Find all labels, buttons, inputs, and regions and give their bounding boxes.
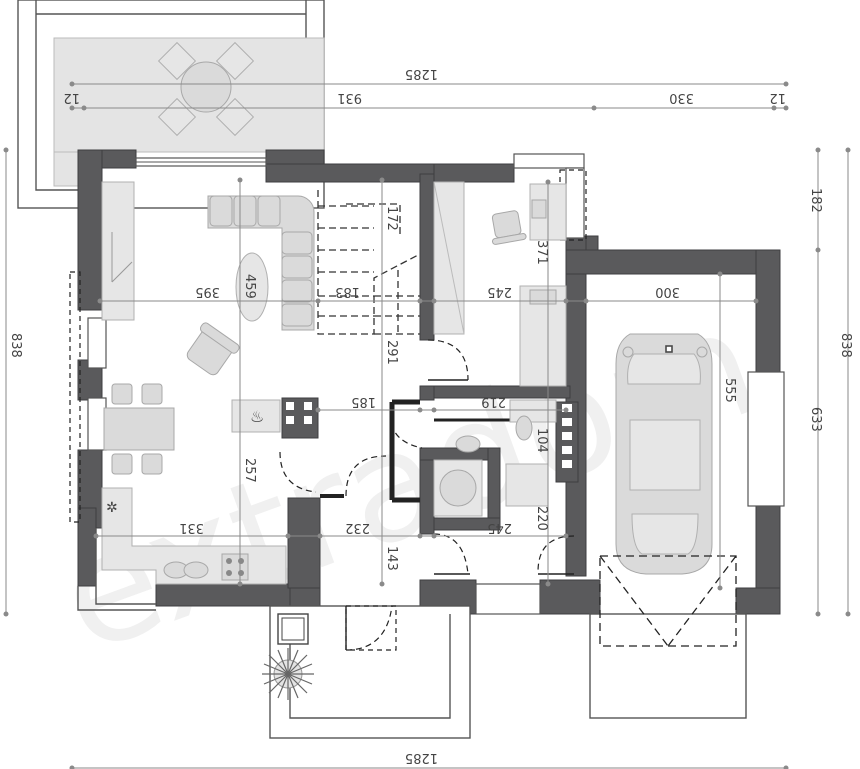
dim-bottom-total: 1285	[405, 750, 438, 765]
terrace-table	[157, 41, 255, 137]
dim-right-segment-top: 182	[808, 188, 823, 213]
top-dimensions: 1285 12 931 330 12	[63, 66, 789, 111]
terrace	[17, 0, 325, 209]
dim-living-width: 395	[195, 284, 220, 299]
dim-living-depth: 459	[242, 274, 257, 299]
boiler-room	[433, 459, 549, 517]
dim-top-right: 12	[769, 90, 786, 105]
doors	[279, 339, 575, 651]
driveway	[589, 555, 747, 719]
dim-stair-depth: 172	[384, 206, 399, 231]
dim-right-segment-bottom: 633	[808, 407, 823, 432]
dim-bath-width: 219	[481, 394, 506, 409]
dim-kitchen-depth: 257	[242, 458, 257, 483]
dim-vestibule-width: 232	[345, 520, 370, 535]
interior-dimensions: 395 183 245 300 459 257 172 291 143 371 …	[93, 177, 759, 591]
dim-garage-width: 300	[655, 284, 680, 299]
living-room	[101, 181, 315, 376]
dim-top-total: 1285	[405, 66, 438, 81]
dim-office-depth: 371	[534, 240, 549, 265]
entrance-porch	[262, 605, 471, 739]
dim-hall-height: 291	[384, 340, 399, 365]
fireplace-icon: ♨	[250, 407, 264, 426]
dim-left-height: 838	[8, 333, 23, 358]
dim-right-height: 838	[838, 333, 853, 358]
windows	[69, 153, 785, 615]
plant-icon	[262, 648, 314, 700]
dim-garage-depth: 555	[722, 378, 737, 403]
dim-corridor-width: 185	[351, 394, 376, 409]
garage	[615, 333, 713, 575]
svg-text:✲: ✲	[106, 500, 118, 516]
dim-top-left: 12	[63, 90, 80, 105]
dim-top-mid: 931	[337, 90, 362, 105]
dim-office-width: 245	[487, 284, 512, 299]
dim-boiler-depth: 220	[534, 506, 549, 531]
dim-boiler-width: 245	[487, 520, 512, 535]
dining-area: ♨	[103, 383, 312, 475]
side-dimensions: 838 838 182 633	[3, 147, 853, 617]
walls	[77, 149, 781, 615]
dim-vestibule-depth: 143	[384, 546, 399, 571]
dim-top-span: 330	[669, 90, 694, 105]
dim-bath-depth: 104	[534, 428, 549, 453]
staircase	[317, 190, 421, 335]
dim-stair-width: 183	[335, 284, 360, 299]
dim-kitchen-width: 331	[179, 520, 204, 535]
bottom-dimension: 1285	[69, 750, 789, 769]
